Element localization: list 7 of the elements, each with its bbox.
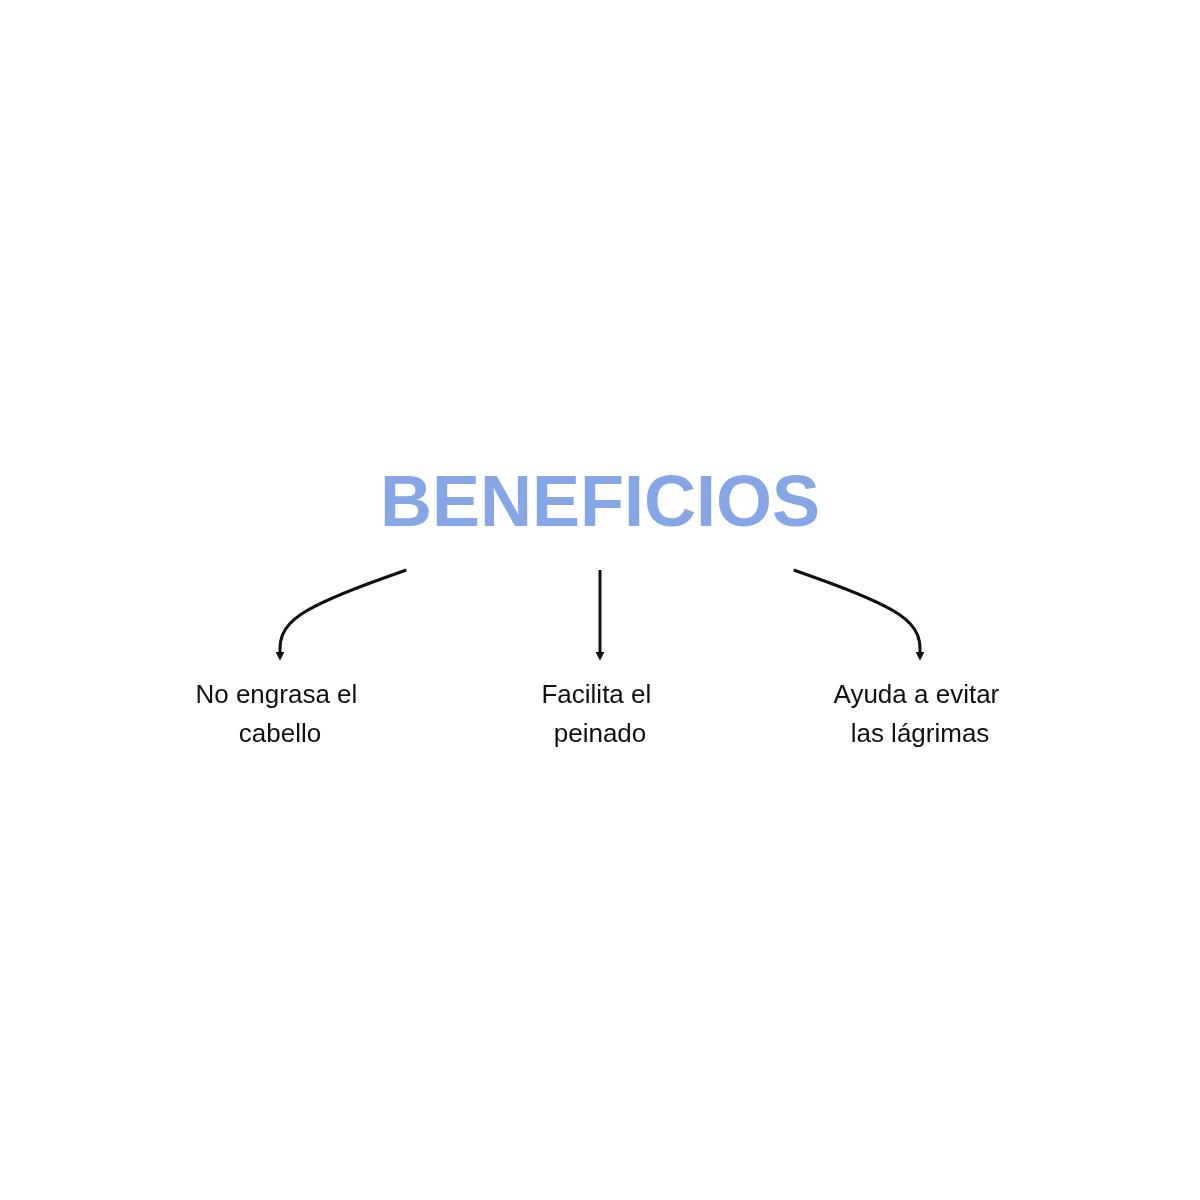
arrow xyxy=(275,568,407,661)
arrow xyxy=(595,570,605,661)
node-text: Facilita el peinado xyxy=(541,679,652,748)
arrow xyxy=(793,568,925,661)
node-text: BENEFICIOS xyxy=(379,461,821,541)
node-text: Ayuda a evitar las lágrimas xyxy=(833,679,1000,748)
node-text: No engrasa el cabello xyxy=(195,679,358,748)
